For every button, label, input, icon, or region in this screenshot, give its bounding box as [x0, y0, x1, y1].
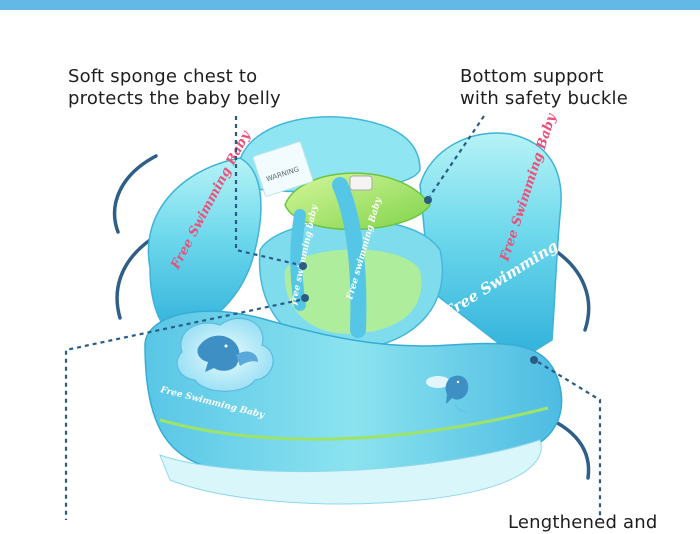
callout-lengthened: Lengthened and: [508, 512, 658, 533]
callout-chest-line1: Soft sponge chest to: [68, 66, 258, 87]
top-accent-bar: [0, 0, 700, 10]
swirl-left-middle: [115, 238, 152, 320]
swirl-left-top: [112, 154, 158, 234]
callout-bottom-support: Bottom support with safety buckle: [460, 66, 628, 110]
leader-lines: [64, 115, 602, 520]
callout-chest: Soft sponge chest to protects the baby b…: [68, 66, 281, 110]
callout-bottom-support-line2: with safety buckle: [460, 88, 628, 109]
warning-label: WARNING: [252, 141, 314, 197]
swim-ring-body: [144, 116, 563, 505]
swirl-right-top: [546, 244, 591, 332]
small-dolphin-icon: [426, 375, 469, 413]
dolphin-emblem-icon: [176, 317, 274, 392]
callout-chest-line2: protects the baby belly: [68, 88, 281, 109]
callout-bottom-support-line1: Bottom support: [460, 66, 604, 87]
